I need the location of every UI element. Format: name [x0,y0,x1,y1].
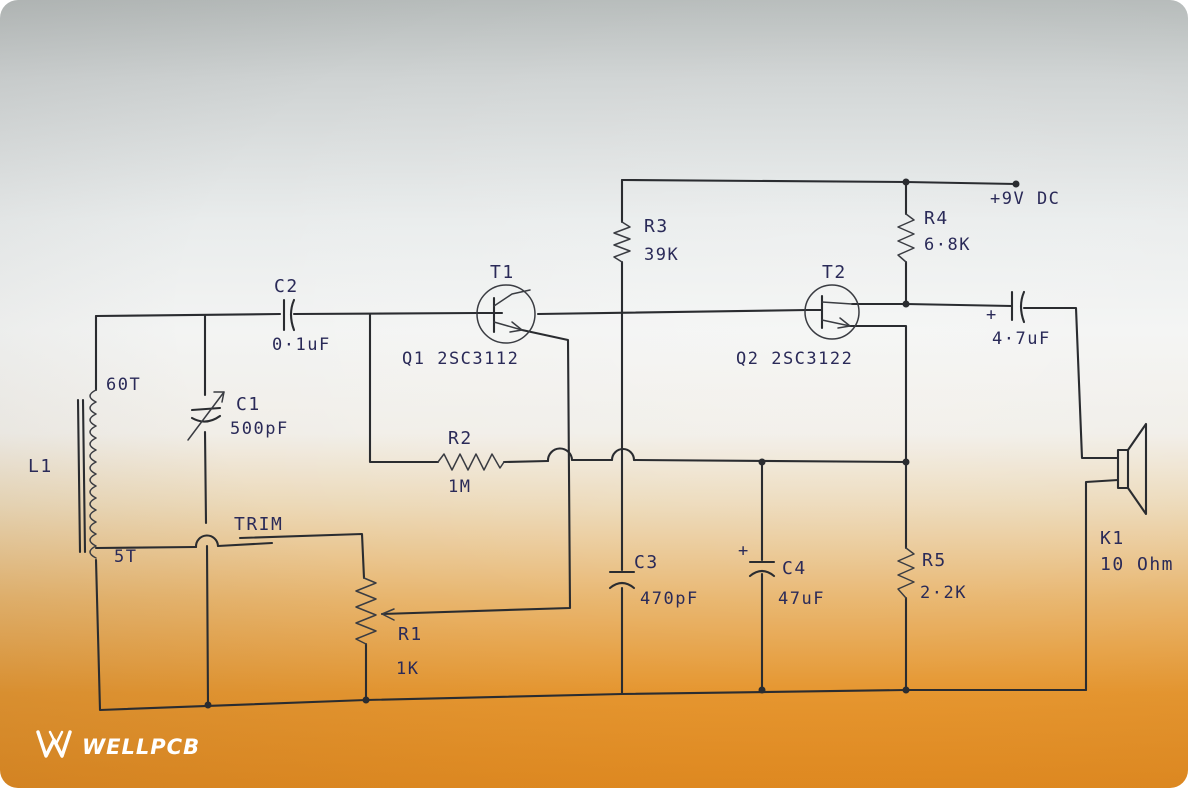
circuit-schematic: L1 60T 5T C1 500pF C2 0·1uF T1 Q1 2SC311… [28,178,1174,759]
polarity-output-cap: + [986,305,998,325]
resistor-r3 [613,221,631,263]
resistor-r5 [897,547,915,599]
paper-shading [0,0,1188,788]
label-c1: C1 [236,394,261,415]
label-k1: K1 [1100,528,1125,549]
value-r5: 2·2K [920,583,967,603]
capacitor-output [1010,290,1026,324]
label-r4: R4 [924,208,949,229]
label-r5: R5 [922,550,947,571]
transistor-t2 [804,284,860,340]
paper-photo: L1 60T 5T C1 500pF C2 0·1uF T1 Q1 2SC311… [0,0,1188,788]
value-c2: 0·1uF [272,335,331,355]
value-c1: 500pF [230,419,289,439]
variable-capacitor-c1 [187,391,225,441]
wellpcb-logo-icon [36,730,72,758]
label-t2: T2 [822,262,847,283]
wellpcb-logo: WELLPCB [36,730,200,759]
capacitor-c4 [748,560,776,578]
label-c4: C4 [782,558,807,579]
component-labels: L1 60T 5T C1 500pF C2 0·1uF T1 Q1 2SC311… [28,189,1174,679]
label-5t: 5T [114,547,137,567]
part-t1: Q1 2SC3112 [402,349,519,369]
value-r2: 1M [448,477,471,497]
label-r2: R2 [448,428,473,449]
capacitor-c3 [608,570,636,590]
value-output-cap: 4·7uF [992,329,1051,349]
wellpcb-logo-text: WELLPCB [82,735,200,759]
label-60t: 60T [106,375,141,395]
polarity-c4: + [738,541,750,561]
label-c3: C3 [634,552,659,573]
label-c2: C2 [274,276,299,297]
label-trim: TRIM [234,514,283,535]
value-k1: 10 Ohm [1100,554,1174,575]
resistor-r4 [897,213,915,263]
label-supply: +9V DC [990,189,1060,209]
inductor-l1 [76,389,97,559]
potentiometer-r1 [355,577,377,645]
part-t2: Q2 2SC3122 [736,349,853,369]
junction-dots [204,178,1020,709]
label-r3: R3 [644,216,669,237]
value-c4: 47uF [778,589,825,609]
wires [94,178,1120,712]
transistor-t1 [476,284,536,344]
value-r1: 1K [396,659,419,679]
capacitor-c2 [282,298,296,332]
speaker-k1 [1116,422,1148,516]
value-r3: 39K [644,245,679,265]
value-r4: 6·8K [924,235,971,255]
label-l1: L1 [28,456,53,477]
label-t1: T1 [490,262,515,283]
resistor-r2 [437,453,505,471]
value-c3: 470pF [640,589,699,609]
label-r1: R1 [398,624,423,645]
